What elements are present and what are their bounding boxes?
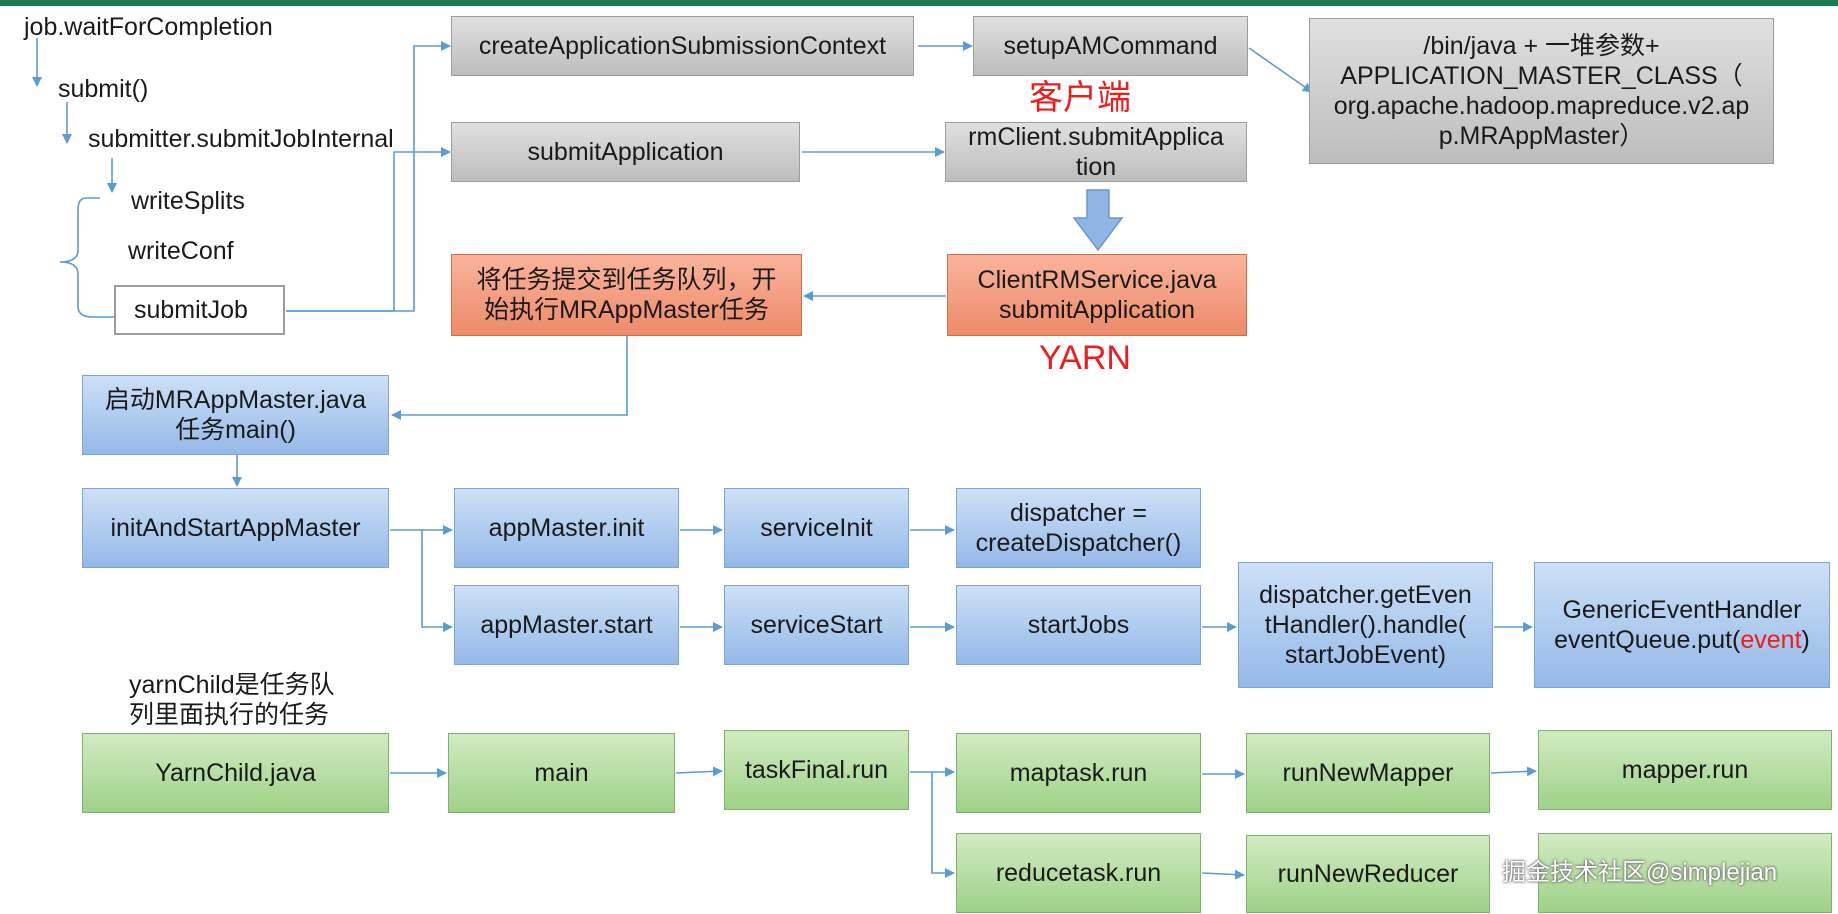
arrow-reducetask-to-runnewreducer	[1201, 869, 1245, 880]
queue-put-event: event	[1740, 626, 1802, 654]
node-generic-event-handler[interactable]: GenericEventHandler eventQueue.put(event…	[1534, 562, 1830, 688]
generic-handler-line-1: GenericEventHandler	[1562, 596, 1802, 624]
node-label: runNewMapper	[1282, 759, 1454, 787]
node-main[interactable]: main	[448, 733, 675, 813]
call-job-wait: job.waitForCompletion	[24, 13, 273, 41]
node-client-rm-service[interactable]: ClientRMService.java submitApplication	[947, 254, 1247, 336]
call-write-conf: writeConf	[128, 237, 234, 265]
node-init-and-start-app-master[interactable]: initAndStartAppMaster	[82, 488, 389, 568]
node-create-dispatcher[interactable]: dispatcher = createDispatcher()	[956, 488, 1201, 568]
enqueue-line-2: 始执行MRAppMaster任务	[484, 296, 769, 324]
node-generic-event-handler-text: GenericEventHandler eventQueue.put(event…	[1554, 595, 1810, 655]
dispatcher-line-2: createDispatcher()	[975, 529, 1182, 557]
java-cmd-line-3: org.apache.hadoop.mapreduce.v2.ap	[1333, 92, 1750, 120]
block-arrow-rmclient-to-clientrm	[1072, 189, 1124, 252]
node-reducetask-run[interactable]: reducetask.run	[956, 833, 1201, 913]
node-submit-job[interactable]: submitJob	[114, 285, 285, 335]
node-label: startJobs	[1027, 611, 1130, 639]
get-handler-line-3: startJobEvent)	[1284, 641, 1447, 669]
arrow-taskfinal-to-reducetask	[931, 772, 955, 878]
node-service-start[interactable]: serviceStart	[724, 585, 909, 665]
node-create-dispatcher-text: dispatcher = createDispatcher()	[976, 498, 1182, 558]
dispatcher-line-1: dispatcher =	[1010, 499, 1147, 527]
call-submit: submit()	[58, 75, 149, 103]
node-get-event-handler-text: dispatcher.getEven tHandler().handle( st…	[1259, 580, 1472, 670]
node-app-master-start[interactable]: appMaster.start	[454, 585, 679, 665]
generic-handler-line-2: eventQueue.put(event)	[1554, 625, 1810, 655]
node-get-event-handler[interactable]: dispatcher.getEven tHandler().handle( st…	[1238, 562, 1493, 688]
start-main-line-1: 启动MRAppMaster.java	[104, 386, 367, 414]
node-reducer-run-partial[interactable]	[1538, 833, 1832, 913]
node-maptask-run[interactable]: maptask.run	[956, 733, 1201, 813]
yarnchild-note-line-2: 列里面执行的任务	[129, 701, 330, 729]
java-cmd-line-2: APPLICATION_MASTER_CLASS（	[1340, 62, 1743, 90]
node-java-command-text: /bin/java + 一堆参数+ APPLICATION_MASTER_CLA…	[1334, 31, 1750, 151]
node-label: mapper.run	[1621, 756, 1749, 784]
node-submit-application[interactable]: submitApplication	[451, 122, 800, 182]
node-enqueue-text: 将任务提交到任务队列，开 始执行MRAppMaster任务	[476, 265, 776, 325]
node-setup-am-command[interactable]: setupAMCommand	[973, 16, 1248, 76]
node-label: appMaster.init	[488, 514, 645, 542]
java-cmd-line-4: p.MRAppMaster）	[1438, 122, 1645, 150]
enqueue-line-1: 将任务提交到任务队列，开	[476, 266, 777, 294]
node-start-mrappmaster-text: 启动MRAppMaster.java 任务main()	[105, 385, 366, 445]
node-label: maptask.run	[1009, 759, 1148, 787]
node-label: reducetask.run	[995, 859, 1162, 887]
node-label: main	[534, 759, 589, 787]
arrow-init-start-to-am-start	[421, 530, 453, 632]
node-label: runNewReducer	[1277, 860, 1459, 888]
node-label: serviceInit	[760, 514, 873, 542]
node-java-command[interactable]: /bin/java + 一堆参数+ APPLICATION_MASTER_CLA…	[1309, 18, 1774, 164]
client-rm-line-2: submitApplication	[999, 296, 1195, 324]
queue-put-prefix: eventQueue.put(	[1554, 626, 1741, 654]
client-rm-line-1: ClientRMService.java	[977, 266, 1217, 294]
rm-client-line-2: tion	[1075, 153, 1117, 181]
start-main-line-2: 任务main()	[175, 416, 296, 444]
node-label: setupAMCommand	[1003, 32, 1218, 60]
arrow-submitjob-to-createctx	[286, 41, 451, 312]
watermark: 掘金技术社区@simplejian	[1502, 859, 1778, 886]
node-label: submitApplication	[527, 138, 724, 166]
arrow-submitjob-to-submitapp	[286, 147, 451, 312]
node-task-final-run[interactable]: taskFinal.run	[724, 730, 909, 810]
label-client: 客户端	[1029, 79, 1131, 117]
rm-client-line-1: rmClient.submitApplica	[968, 123, 1224, 151]
node-label: YarnChild.java	[155, 759, 316, 787]
brace-write-group	[59, 197, 114, 318]
java-cmd-line-1: /bin/java + 一堆参数+	[1423, 32, 1660, 60]
get-handler-line-1: dispatcher.getEven	[1259, 581, 1472, 609]
node-label: appMaster.start	[480, 611, 653, 639]
node-service-init[interactable]: serviceInit	[724, 488, 909, 568]
node-start-mrappmaster[interactable]: 启动MRAppMaster.java 任务main()	[82, 375, 389, 455]
node-mapper-run[interactable]: mapper.run	[1538, 730, 1832, 810]
node-rm-client-text: rmClient.submitApplica tion	[968, 122, 1224, 182]
node-client-rm-text: ClientRMService.java submitApplication	[978, 265, 1217, 325]
node-start-jobs[interactable]: startJobs	[956, 585, 1201, 665]
node-label: createApplicationSubmissionContext	[478, 32, 887, 60]
node-run-new-mapper[interactable]: runNewMapper	[1246, 733, 1490, 813]
queue-put-suffix: )	[1801, 626, 1810, 654]
node-label: taskFinal.run	[744, 756, 889, 784]
arrow-runnewmapper-to-mapperrun	[1490, 766, 1537, 777]
node-rm-client-submit-application[interactable]: rmClient.submitApplica tion	[945, 122, 1247, 182]
label-yarn: YARN	[1039, 339, 1131, 377]
arrow-setupam-to-javacmd	[1248, 47, 1313, 93]
top-accent-bar	[0, 0, 1838, 6]
call-submit-job-internal: submitter.submitJobInternal	[88, 125, 394, 153]
node-submit-job-label: submitJob	[134, 296, 248, 324]
node-label: serviceStart	[750, 611, 883, 639]
arrow-main-to-taskfinal	[675, 766, 723, 777]
node-run-new-reducer[interactable]: runNewReducer	[1246, 835, 1490, 913]
node-create-application-submission-context[interactable]: createApplicationSubmissionContext	[451, 16, 914, 76]
node-yarn-child-java[interactable]: YarnChild.java	[82, 733, 389, 813]
yarnchild-note-line-1: yarnChild是任务队	[129, 671, 335, 699]
arrow-enqueue-to-start-main	[391, 336, 628, 420]
node-app-master-init[interactable]: appMaster.init	[454, 488, 679, 568]
call-write-splits: writeSplits	[131, 187, 245, 215]
get-handler-line-2: tHandler().handle(	[1264, 611, 1467, 639]
node-enqueue-task[interactable]: 将任务提交到任务队列，开 始执行MRAppMaster任务	[451, 254, 802, 336]
node-label: initAndStartAppMaster	[110, 514, 361, 542]
